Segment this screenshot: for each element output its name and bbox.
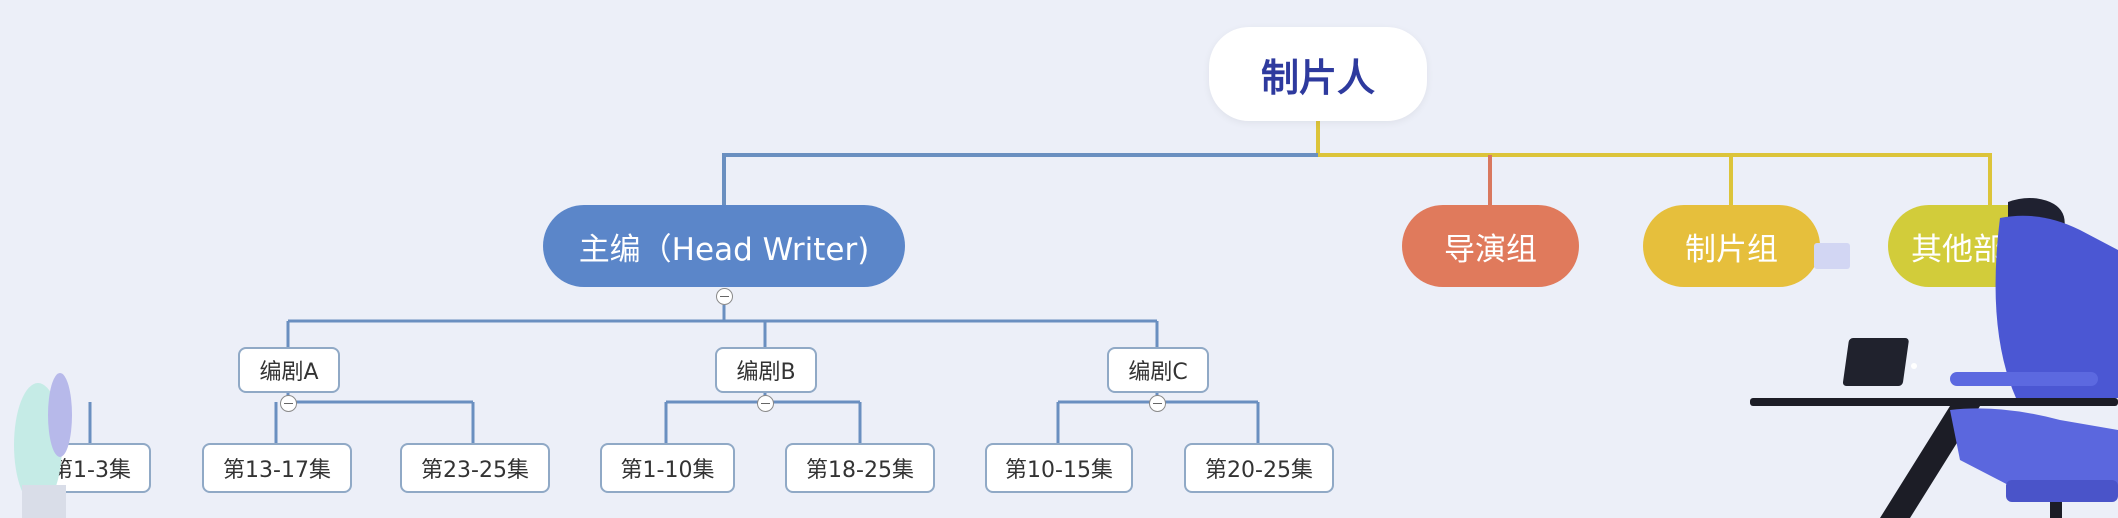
producer-node[interactable]: 制片人 <box>1209 27 1427 121</box>
episode-node[interactable]: 第1-10集 <box>600 443 735 493</box>
writer-b-node[interactable]: 编剧B <box>715 347 817 393</box>
person-at-desk-illustration <box>1750 198 2118 518</box>
connector-head-writer <box>722 153 1318 205</box>
episode-node[interactable]: 第10-15集 <box>985 443 1133 493</box>
connector-right-trunk <box>1318 153 1992 205</box>
writer-c-node[interactable]: 编剧C <box>1107 347 1209 393</box>
head-writer-node[interactable]: 主编（Head Writer) <box>543 205 905 287</box>
episode-node[interactable]: 第18-25集 <box>785 443 935 493</box>
collapse-icon[interactable] <box>1149 395 1166 412</box>
collapse-icon[interactable] <box>280 395 297 412</box>
production-group-node[interactable]: 制片组 <box>1643 205 1820 287</box>
collapse-icon[interactable] <box>716 288 733 305</box>
plant-illustration <box>14 373 72 518</box>
episode-node[interactable]: 第23-25集 <box>400 443 550 493</box>
writer-a-node[interactable]: 编剧A <box>238 347 340 393</box>
collapse-icon[interactable] <box>757 395 774 412</box>
episode-node[interactable]: 第20-25集 <box>1184 443 1334 493</box>
tag-marker <box>1814 243 1850 269</box>
directing-group-node[interactable]: 导演组 <box>1402 205 1579 287</box>
connector-writers <box>286 305 1159 347</box>
episode-node[interactable]: 第13-17集 <box>202 443 352 493</box>
connector-writer-a <box>88 393 475 443</box>
